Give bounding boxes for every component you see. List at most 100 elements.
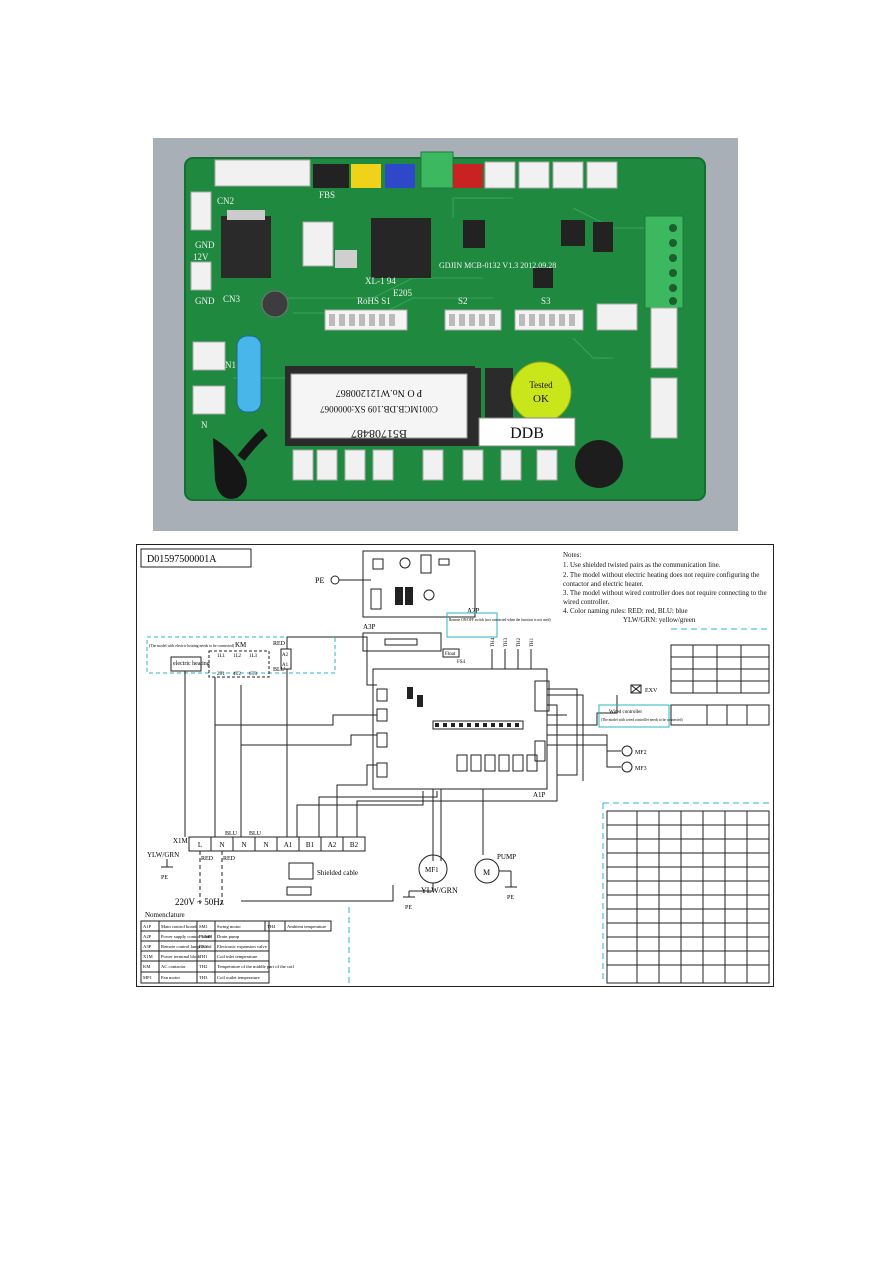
a1p-label: A1P — [533, 791, 546, 799]
doc-code-box — [140, 548, 252, 568]
left-connector-2 — [190, 261, 212, 291]
pe-ground-left: PE — [161, 875, 168, 881]
a3p-label: A3P — [363, 623, 376, 631]
float-label: Float — [445, 652, 456, 657]
xl-text: XL-1 94 — [365, 276, 396, 286]
mf2-motor — [621, 745, 633, 757]
left-connector-1 — [190, 191, 212, 231]
rohs-text: RoHS S1 — [357, 296, 391, 306]
notes: Notes: 1. Use shielded twisted pairs as … — [563, 551, 767, 624]
wire-labels: BLU BLU RED RED — [201, 831, 262, 862]
mf1-ylw-grn: YLW/GRN — [421, 886, 458, 895]
connector-label: N — [201, 420, 208, 430]
connector-label: FBS — [319, 190, 335, 200]
connector-label: CN3 — [223, 294, 241, 304]
note-line: 1. Use shielded twisted pairs as the com… — [563, 561, 721, 569]
wire-label: RED — [201, 856, 214, 862]
dip-switch-s1 — [324, 309, 408, 331]
wire-label: RED — [223, 856, 236, 862]
note-line: 3. The model without wired controller do… — [563, 589, 767, 597]
remote-note-box — [446, 612, 498, 638]
a2p-label: A2P — [467, 607, 480, 615]
a1-label: A1 — [282, 663, 289, 668]
lot-text: E205 — [393, 288, 412, 298]
exv-label: EXV — [645, 688, 658, 694]
note-line: wired controller. — [563, 598, 610, 606]
nom-code: A3P — [143, 944, 152, 949]
right-connector-1 — [596, 303, 638, 331]
nom-desc: Main control board — [161, 924, 197, 929]
heating-note: (The model with electric heating needs t… — [149, 644, 235, 648]
right-dashed-frame — [602, 628, 769, 983]
contact-label: 4T2 — [233, 672, 242, 677]
terminal-label: A2 — [328, 841, 337, 849]
nom-code: A1P — [143, 924, 152, 929]
terminal-label: N — [263, 841, 268, 849]
tested-sticker — [510, 361, 572, 423]
dip-label-s3: S3 — [541, 296, 551, 306]
nom-desc: Ambient temperature — [287, 924, 326, 929]
terminal-label: L — [198, 841, 202, 849]
ok-text: OK — [533, 393, 549, 405]
nom-code: EXV — [199, 944, 209, 949]
mf1-label: MF1 — [425, 866, 439, 874]
black-connector — [313, 164, 349, 188]
nom-code: TH2 — [199, 964, 208, 969]
label-line: B51708487 — [351, 427, 407, 441]
pe-label: PE — [315, 576, 324, 585]
wiring-diagram-svg: D01597500001A Notes: 1. Use shielded twi… — [140, 548, 770, 984]
white-connector-4 — [586, 161, 618, 189]
fuse — [236, 335, 262, 413]
connector-label: GND — [195, 296, 215, 306]
white-connector-3 — [552, 161, 584, 189]
right-table-1 — [670, 644, 770, 694]
contact-labels: 1L1 1L2 1L3 2T1 4T2 6T3 — [217, 654, 258, 677]
nom-desc: AC contactor — [161, 964, 186, 969]
nom-desc: Drain pump — [217, 934, 240, 939]
wiring-diagram: D01597500001A Notes: 1. Use shielded twi… — [136, 544, 774, 987]
nom-desc: Remote control lamp board — [161, 944, 212, 949]
mf3-motor — [621, 761, 633, 773]
connector-label: 12V — [193, 252, 209, 262]
label-line: C001MCB.DB.109 SX:0000067 — [320, 404, 438, 414]
nom-code: MF1 — [143, 975, 153, 980]
wired-note: (The model with wired controller needs t… — [601, 718, 683, 722]
white-connector-1 — [484, 161, 516, 189]
nom-code: TH3 — [199, 975, 208, 980]
mf3-label: MF3 — [635, 766, 647, 772]
power-cable — [213, 438, 247, 499]
nom-desc: Power supply control board — [161, 934, 213, 939]
ddb-text: DDB — [510, 425, 544, 442]
cn3-connector — [302, 221, 334, 267]
nomenclature-title: Nomenclature — [145, 911, 185, 919]
th-label: TH4 — [491, 637, 496, 647]
nom-desc: Fan motor — [161, 975, 180, 980]
pe-ground-pump: PE — [507, 895, 514, 901]
nom-desc: Coil outlet temperature — [217, 975, 260, 980]
contact-label: 6T3 — [249, 672, 258, 677]
terminal-label: B1 — [306, 841, 315, 849]
terminal-block — [188, 836, 366, 852]
nom-desc: Power terminal block — [161, 954, 201, 959]
a3p-board — [362, 632, 442, 652]
power-connector-l — [192, 341, 226, 371]
th-label: TH2 — [517, 637, 522, 647]
blue-connector — [385, 164, 415, 188]
right-connector-3 — [650, 377, 678, 439]
nom-code: PUMP — [199, 934, 212, 939]
nom-desc: Coil inlet temperature — [217, 954, 257, 959]
km-label: KM — [235, 641, 247, 649]
red-label: RED — [273, 641, 286, 647]
shielded-cable-symbol — [288, 862, 314, 880]
green-terminal-right — [644, 215, 684, 309]
a2-label: A2 — [282, 653, 289, 658]
nom-code: X1M — [143, 954, 153, 959]
terminal-label: N — [219, 841, 224, 849]
note-line: 4. Color naming rules: RED: red, BLU: bl… — [563, 607, 688, 615]
connector-label: GND — [195, 240, 215, 250]
th-sensors: TH4 TH3 TH2 TH1 — [491, 637, 535, 647]
wire-label: BLU — [225, 831, 238, 837]
nom-desc: Electronic expansion valve — [217, 944, 267, 949]
buzzer — [575, 440, 623, 488]
a1p-board — [372, 668, 548, 790]
